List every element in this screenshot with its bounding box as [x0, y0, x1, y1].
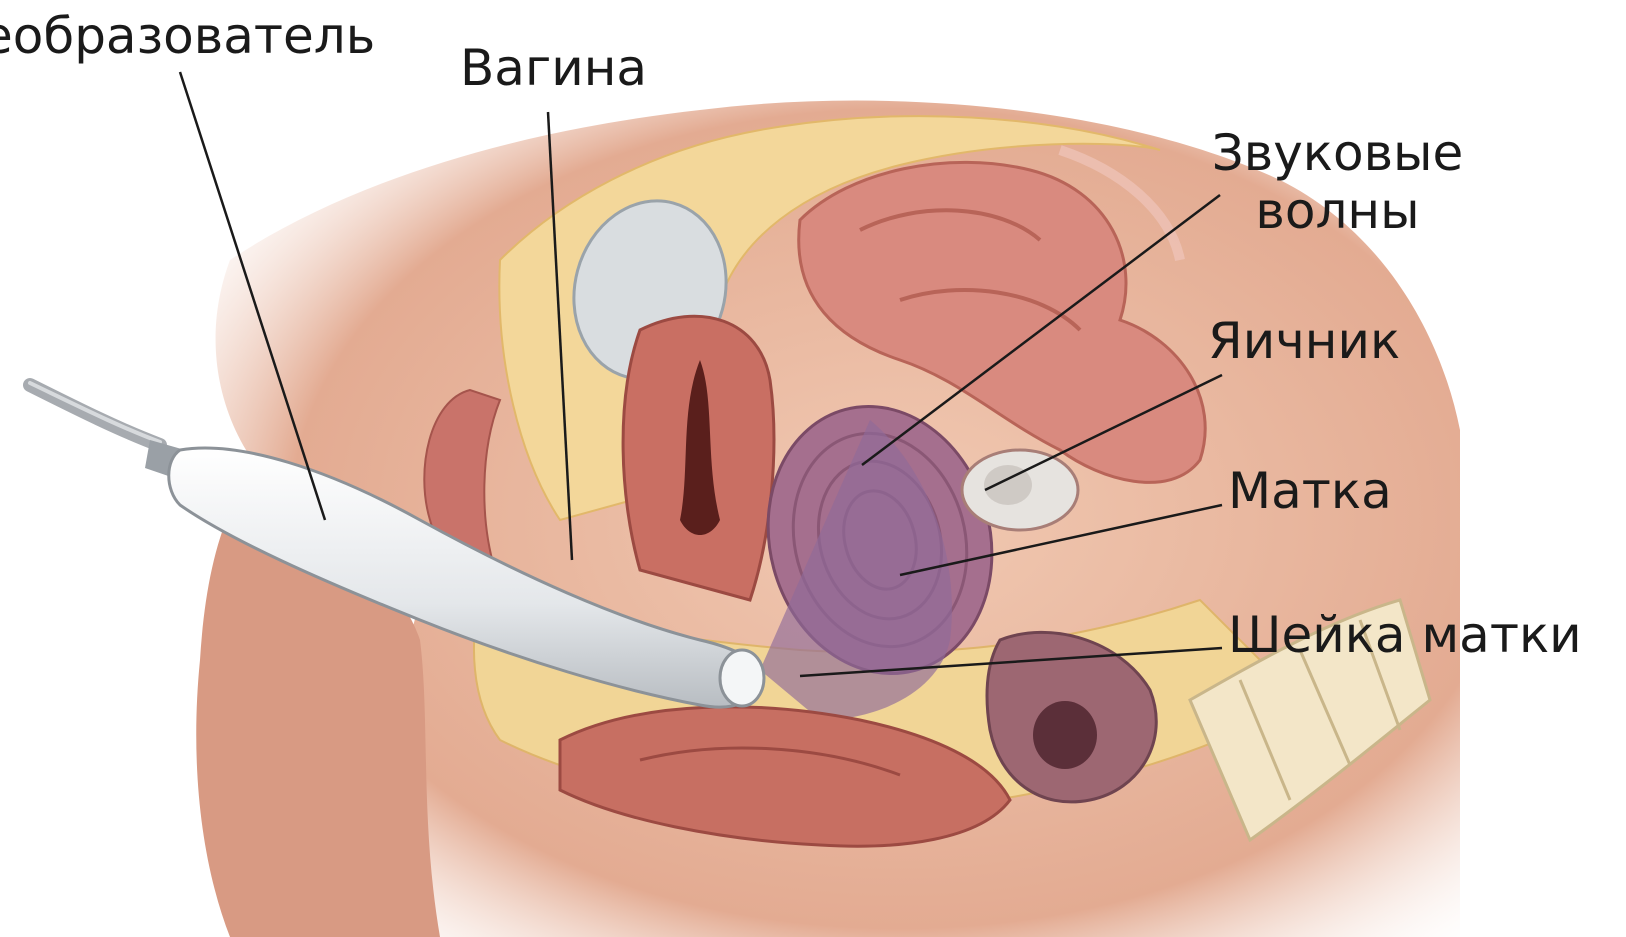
label-sound-waves-line1: Звуковые — [1200, 125, 1475, 183]
rectum-lumen — [1033, 701, 1097, 769]
label-ovary: Яичник — [1208, 313, 1400, 371]
label-transducer: еобразователь — [0, 8, 375, 66]
label-uterus: Матка — [1228, 463, 1392, 521]
probe-tip — [720, 650, 764, 706]
probe-cable-highlight — [30, 383, 160, 442]
label-cervix: Шейка матки — [1228, 607, 1582, 665]
label-sound-waves-line2: волны — [1200, 183, 1475, 241]
label-vagina: Вагина — [460, 40, 647, 98]
label-sound-waves: Звуковые волны — [1200, 125, 1475, 240]
